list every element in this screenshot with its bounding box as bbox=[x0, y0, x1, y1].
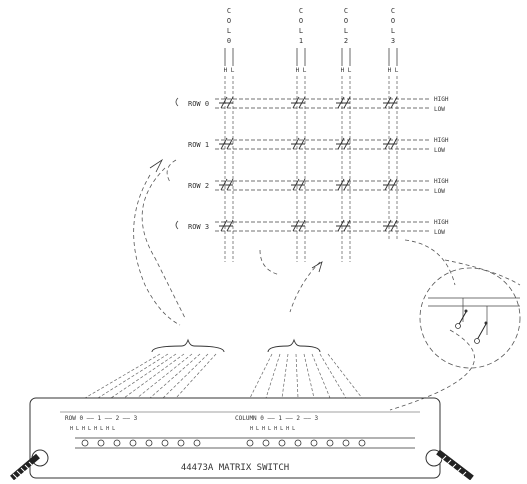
column-hl-label: H L H L H L H L bbox=[250, 426, 295, 432]
right-mounting-screw-icon bbox=[425, 449, 474, 481]
relay-detail-inset bbox=[419, 267, 521, 369]
column-header-0: C O L 0 H L bbox=[224, 7, 235, 74]
high-label: HIGH bbox=[434, 137, 449, 144]
svg-text:C: C bbox=[391, 7, 395, 15]
svg-text:H L: H L bbox=[296, 67, 307, 74]
svg-text:C: C bbox=[299, 7, 303, 15]
row-strip-label: ROW 0 —— 1 —— 2 —— 3 bbox=[65, 415, 138, 422]
svg-text:L: L bbox=[299, 27, 303, 35]
svg-text:C: C bbox=[227, 7, 231, 15]
low-label: LOW bbox=[434, 188, 445, 195]
fan-out-wires bbox=[84, 353, 363, 399]
row-3: ROW 3 HIGH LOW bbox=[175, 219, 449, 236]
high-label: HIGH bbox=[434, 178, 449, 185]
svg-text:L: L bbox=[227, 27, 231, 35]
row-0: ROW 0 HIGH LOW bbox=[175, 96, 449, 113]
row-1: ROW 1 HIGH LOW bbox=[188, 137, 449, 154]
row-label: ROW 0 bbox=[188, 100, 209, 108]
svg-text:O: O bbox=[227, 17, 231, 25]
svg-text:H L: H L bbox=[388, 67, 399, 74]
crosspoint-relays bbox=[219, 96, 398, 232]
left-mounting-screw-icon bbox=[10, 449, 49, 481]
low-label: LOW bbox=[434, 147, 445, 154]
row-label: ROW 3 bbox=[188, 223, 209, 231]
row-hl-label: H L H L H L H L bbox=[70, 426, 115, 432]
svg-text:H L: H L bbox=[224, 67, 235, 74]
column-header-1: C O L 1 H L bbox=[296, 7, 307, 74]
column-header-3: C O L 3 H L bbox=[388, 7, 399, 74]
column-header-2: C O L 2 H L bbox=[341, 7, 352, 74]
routing-lines bbox=[133, 159, 521, 411]
high-label: HIGH bbox=[434, 96, 449, 103]
svg-text:C: C bbox=[344, 7, 348, 15]
svg-text:3: 3 bbox=[391, 37, 395, 45]
row-label: ROW 1 bbox=[188, 141, 209, 149]
svg-text:O: O bbox=[299, 17, 303, 25]
terminal-strip bbox=[75, 437, 415, 449]
angle-markers bbox=[149, 158, 323, 273]
row-label: ROW 2 bbox=[188, 182, 209, 190]
low-label: LOW bbox=[434, 229, 445, 236]
column-buses bbox=[224, 76, 398, 262]
column-strip-label: COLUMN 0 —— 1 —— 2 —— 3 bbox=[235, 415, 318, 422]
svg-text:L: L bbox=[344, 27, 348, 35]
low-label: LOW bbox=[434, 106, 445, 113]
svg-text:O: O bbox=[391, 17, 395, 25]
svg-text:O: O bbox=[344, 17, 348, 25]
svg-text:0: 0 bbox=[227, 37, 231, 45]
connector-braces bbox=[151, 338, 321, 353]
svg-text:L: L bbox=[391, 27, 395, 35]
high-label: HIGH bbox=[434, 219, 449, 226]
matrix-switch-connector: ROW 0 —— 1 —— 2 —— 3 H L H L H L H L COL… bbox=[29, 397, 441, 479]
row-2: ROW 2 HIGH LOW bbox=[188, 178, 449, 195]
svg-text:1: 1 bbox=[299, 37, 303, 45]
connector-label: 44473A MATRIX SWITCH bbox=[181, 463, 289, 473]
svg-text:2: 2 bbox=[344, 37, 348, 45]
svg-text:H L: H L bbox=[341, 67, 352, 74]
